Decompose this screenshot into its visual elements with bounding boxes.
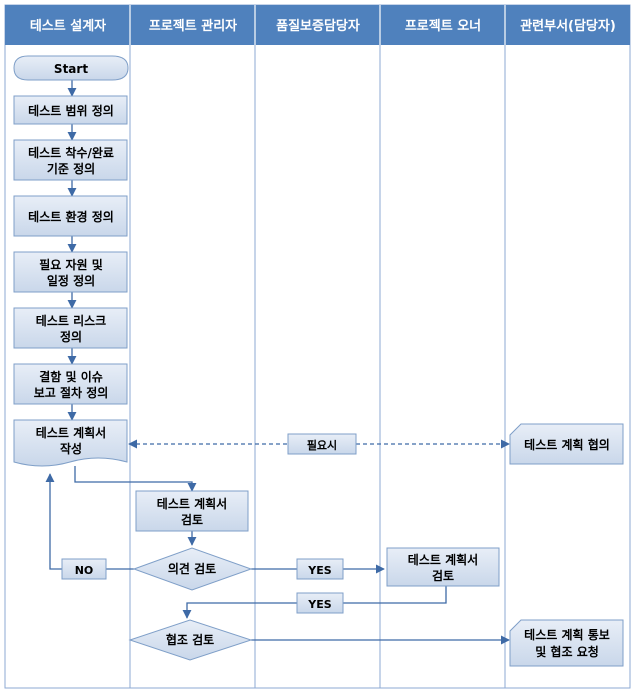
owner-review-label-line1: 테스트 계획서 xyxy=(408,552,478,567)
owner-review-label-line2: 검토 xyxy=(432,568,454,583)
opinion-review-decision: 의견 검토 xyxy=(132,547,253,591)
no-label: NO xyxy=(75,564,94,577)
env-node: 테스트 환경 정의 xyxy=(13,195,128,237)
lane-header-qa: 품질보증담당자 xyxy=(276,18,360,34)
defect-node: 결함 및 이슈 보고 절차 정의 xyxy=(13,363,128,405)
owner-review-node: 테스트 계획서 검토 xyxy=(386,547,500,587)
coop-review-decision: 협조 검토 xyxy=(128,619,253,661)
pm-review-label-line1: 테스트 계획서 xyxy=(157,496,227,511)
lane-header-project-owner: 프로젝트 오너 xyxy=(405,18,481,34)
lane-header-project-manager: 프로젝트 관리자 xyxy=(149,18,237,34)
if-needed-label: 필요시 xyxy=(307,438,337,452)
criteria-label-line1: 테스트 착수/완료 xyxy=(28,145,114,160)
defect-label-line2: 보고 절차 정의 xyxy=(34,385,109,400)
lane-headers: 테스트 설계자 프로젝트 관리자 품질보증담당자 프로젝트 오너 관련부서(담당… xyxy=(5,5,630,45)
pm-review-label-line2: 검토 xyxy=(181,512,203,527)
opinion-review-label: 의견 검토 xyxy=(168,561,216,576)
risk-node: 테스트 리스크 정의 xyxy=(13,307,128,349)
start-node: Start xyxy=(13,55,129,81)
scope-label: 테스트 범위 정의 xyxy=(28,103,114,118)
plan-write-label-line1: 테스트 계획서 xyxy=(36,425,106,440)
arrow-planwrite-pmreview xyxy=(74,466,197,492)
resource-label-line2: 일정 정의 xyxy=(47,273,95,288)
plan-consult-label: 테스트 계획 협의 xyxy=(524,437,610,452)
risk-label-line2: 정의 xyxy=(60,329,82,344)
start-label: Start xyxy=(54,62,88,76)
lane-header-related-dept: 관련부서(담당자) xyxy=(520,18,616,34)
lane-header-test-designer: 테스트 설계자 xyxy=(30,19,106,34)
yes-label-box-2: YES xyxy=(296,592,344,614)
scope-node: 테스트 범위 정의 xyxy=(13,95,128,125)
plan-write-label-line2: 작성 xyxy=(60,441,82,456)
yes-label-box-1: YES xyxy=(296,558,344,580)
pm-review-node: 테스트 계획서 검토 xyxy=(135,490,249,532)
criteria-node: 테스트 착수/완료 기준 정의 xyxy=(13,139,128,181)
resource-node: 필요 자원 및 일정 정의 xyxy=(13,251,128,293)
env-label: 테스트 환경 정의 xyxy=(28,209,114,224)
coop-review-label: 협조 검토 xyxy=(166,632,214,647)
plan-consult-node: 테스트 계획 협의 xyxy=(509,423,624,465)
notify-label-line2: 및 협조 요청 xyxy=(535,644,599,659)
notify-node: 테스트 계획 통보 및 협조 요청 xyxy=(509,619,624,667)
defect-label-line1: 결함 및 이슈 xyxy=(39,369,103,384)
yes-label-2: YES xyxy=(307,598,331,611)
criteria-label-line2: 기준 정의 xyxy=(47,161,95,176)
if-needed-label-box: 필요시 xyxy=(287,433,357,455)
notify-label-line1: 테스트 계획 통보 xyxy=(524,627,610,642)
risk-label-line1: 테스트 리스크 xyxy=(36,313,106,328)
yes-label-1: YES xyxy=(307,564,331,577)
resource-label-line1: 필요 자원 및 xyxy=(39,257,103,272)
plan-write-node: 테스트 계획서 작성 xyxy=(13,419,128,467)
no-label-box: NO xyxy=(61,558,107,580)
